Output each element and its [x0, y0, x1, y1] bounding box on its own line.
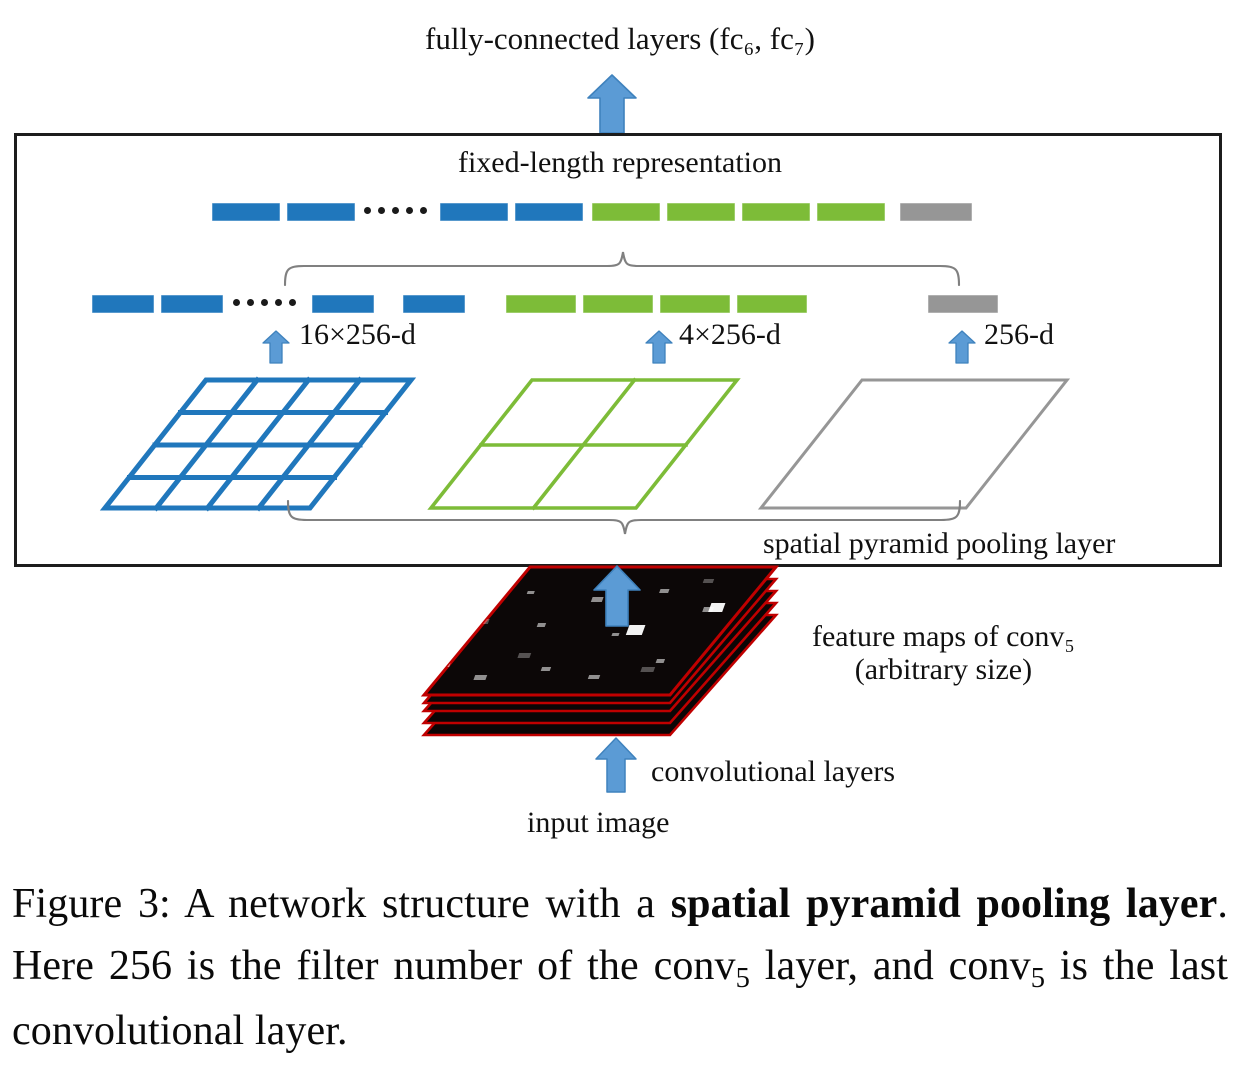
brace-concatenate-up — [282, 240, 962, 286]
pooling-grid-4x4 — [99, 376, 417, 512]
input-image-label: input image — [527, 806, 670, 839]
fixed-row-ellipsis — [364, 207, 427, 214]
fixed-bar-blue-4 — [515, 203, 583, 221]
fixed-bar-green-2 — [667, 203, 735, 221]
level4-bar-3 — [660, 295, 730, 313]
arrow-level-16 — [262, 330, 290, 364]
caption-conv5-a: conv5 — [653, 943, 750, 995]
arrow-convolutional-layers — [594, 737, 638, 793]
fixed-length-representation-label: fixed-length representation — [457, 146, 783, 179]
caption-prefix: Figure 3: A network structure with a — [12, 881, 671, 927]
level16-bar-4 — [403, 295, 465, 313]
caption-conv5-b: conv5 — [948, 943, 1045, 995]
caption-suffix: is the last convolutional layer. — [12, 943, 1228, 1055]
level-1-vector-row — [0, 0, 1240, 313]
fixed-bar-blue-3 — [440, 203, 508, 221]
level-1-dim-label: 256-d — [984, 318, 1054, 351]
pooling-grid-1x1 — [757, 378, 1071, 510]
level16-bar-3 — [312, 295, 374, 313]
fixed-bar-blue-2 — [287, 203, 355, 221]
fixed-bar-blue-1 — [212, 203, 280, 221]
caption-middle: . Here 256 is the filter number of the — [12, 881, 1228, 990]
level-4-vector-row — [0, 0, 1240, 313]
fixed-bar-green-1 — [592, 203, 660, 221]
level-4-dim-label: 4×256-d — [679, 318, 781, 351]
arrow-level-4 — [645, 330, 673, 364]
level16-ellipsis — [233, 299, 296, 306]
brace-pooling-down — [286, 500, 962, 546]
level-16-vector-row — [0, 0, 1240, 313]
level4-bar-1 — [506, 295, 576, 313]
level4-bar-2 — [583, 295, 653, 313]
feature-maps-label-line2: (arbitrary size) — [854, 653, 1033, 686]
convolutional-layers-label: convolutional layers — [651, 755, 896, 788]
fixed-length-representation-row — [0, 0, 1240, 221]
fixed-bar-green-3 — [742, 203, 810, 221]
feature-maps-stack — [420, 563, 820, 737]
figure-caption: Figure 3: A network structure with a spa… — [12, 873, 1228, 1063]
level16-bar-2 — [161, 295, 223, 313]
spatial-pyramid-pooling-layer-label: spatial pyramid pooling layer — [763, 527, 1116, 560]
fully-connected-layers-label: fully-connected layers (fc₆, fc₇) — [425, 21, 815, 56]
level4-bar-4 — [737, 295, 807, 313]
arrow-feature-maps-to-spp — [592, 565, 642, 627]
arrow-to-fc-layers — [586, 74, 638, 134]
caption-middle2: layer, and — [749, 943, 949, 990]
level1-bar-1 — [928, 295, 998, 313]
feature-maps-label-line1: feature maps of conv₅ — [812, 620, 1075, 653]
fixed-bar-gray-1 — [900, 203, 972, 221]
level16-bar-1 — [92, 295, 154, 313]
arrow-level-1 — [948, 330, 976, 364]
caption-bold-term: spatial pyramid pooling layer — [670, 881, 1218, 927]
fixed-bar-green-4 — [817, 203, 885, 221]
feature-maps-label: feature maps of conv₅ (arbitrary size) — [812, 620, 1075, 686]
level-16-dim-label: 16×256-d — [299, 318, 416, 351]
pooling-grid-2x2 — [427, 377, 741, 511]
